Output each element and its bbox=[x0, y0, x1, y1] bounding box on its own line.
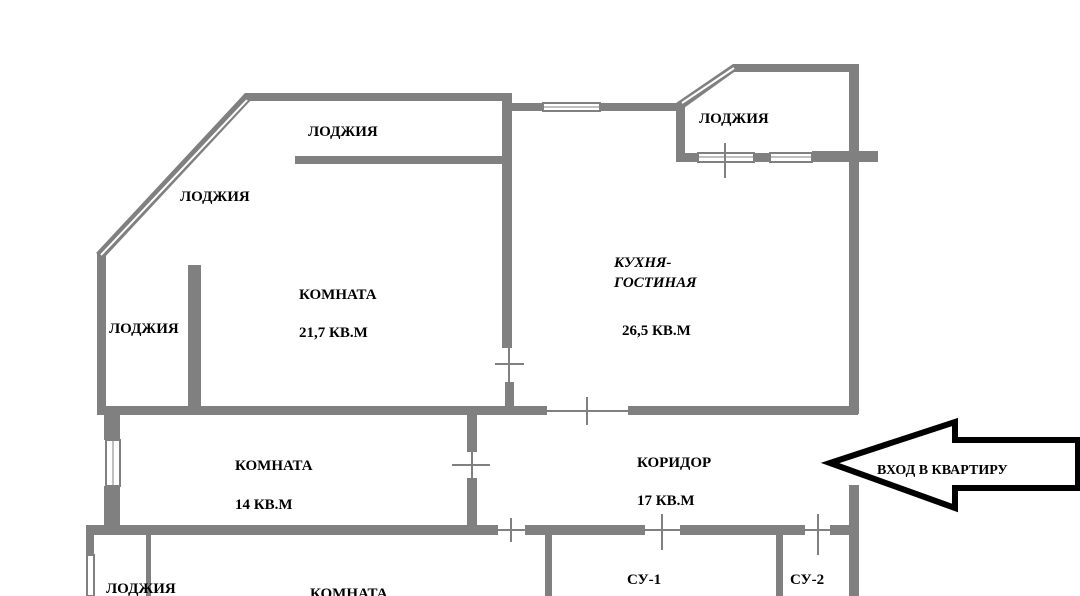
entry-arrow: ВХОД В КВАРТИРУ bbox=[820, 417, 1080, 513]
entry-label: ВХОД В КВАРТИРУ bbox=[877, 463, 1008, 478]
wall-bottom-right bbox=[680, 525, 805, 535]
wall-left-small-room bbox=[104, 410, 120, 440]
label-room-bottom-name: КОМНАТА bbox=[310, 586, 388, 596]
wall-right-outer bbox=[849, 64, 859, 414]
diagonal-wall-glass bbox=[100, 99, 248, 256]
wall-top-left bbox=[245, 93, 507, 101]
wall-small-room-corridor-top bbox=[467, 410, 477, 452]
doors bbox=[452, 143, 830, 555]
label-room-small-area: 14 КВ.М bbox=[235, 497, 293, 513]
arrow-left-icon bbox=[820, 417, 1080, 513]
label-room-large-area: 21,7 КВ.М bbox=[299, 325, 368, 341]
wall-bottom-room-left bbox=[146, 530, 151, 596]
label-bath1: СУ-1 bbox=[627, 572, 661, 588]
wall-bath1-left bbox=[545, 530, 552, 596]
wall-corner-loggia-bottom-mid bbox=[754, 153, 770, 162]
wall-corner-loggia-bottom-right bbox=[812, 151, 878, 162]
wall-small-room-corridor-bottom bbox=[467, 478, 477, 530]
label-kitchen-name-1: КУХНЯ- bbox=[613, 255, 671, 271]
window-bottom-loggia bbox=[86, 554, 95, 596]
wall-bottom-left bbox=[86, 525, 498, 535]
diagonal-wall-shape bbox=[96, 93, 252, 258]
label-bath2: СУ-2 bbox=[790, 572, 824, 588]
wall-right-outer-low bbox=[849, 485, 859, 596]
label-loggia-left: ЛОДЖИЯ bbox=[109, 321, 179, 337]
label-loggia-corner: ЛОДЖИЯ bbox=[699, 111, 769, 127]
label-corridor-area: 17 КВ.М bbox=[637, 493, 695, 509]
label-kitchen-name-2: ГОСТИНАЯ bbox=[613, 275, 697, 291]
wall-left-loggia bbox=[97, 253, 106, 413]
label-loggia-top: ЛОДЖИЯ bbox=[308, 124, 378, 140]
wall-mid-left bbox=[97, 406, 547, 415]
wall-loggia-divider bbox=[295, 156, 507, 164]
wall-left-small-room-low bbox=[104, 486, 120, 530]
label-loggia-diagonal: ЛОДЖИЯ bbox=[180, 189, 250, 205]
diagonal-wall bbox=[96, 64, 737, 258]
wall-corner-loggia-top bbox=[733, 64, 858, 72]
label-kitchen-area: 26,5 КВ.М bbox=[622, 323, 691, 339]
wall-bottom-mid bbox=[525, 525, 645, 535]
wall-bath-divider bbox=[776, 530, 783, 596]
wall-inner-left bbox=[188, 265, 201, 411]
corner-loggia-diagonal-glass bbox=[681, 67, 735, 104]
wall-kitchen-top-a bbox=[507, 103, 543, 111]
wall-partition-lower bbox=[505, 382, 514, 412]
label-corridor-name: КОРИДОР bbox=[637, 455, 711, 471]
wall-corner-loggia-bottom bbox=[676, 153, 698, 162]
label-room-small-name: КОМНАТА bbox=[235, 458, 313, 474]
wall-kitchen-top-b bbox=[600, 103, 684, 111]
room-labels: ЛОДЖИЯ ЛОДЖИЯ ЛОДЖИЯ ЛОДЖИЯ ЛОДЖИЯ КОМНА… bbox=[106, 111, 824, 596]
wall-bottom-far-right bbox=[830, 525, 858, 535]
label-loggia-bottom: ЛОДЖИЯ bbox=[106, 581, 176, 596]
wall-partition-vertical bbox=[502, 93, 512, 348]
wall-corner-loggia-left bbox=[676, 103, 685, 161]
wall-mid-right bbox=[628, 406, 858, 415]
label-room-large-name: КОМНАТА bbox=[299, 287, 377, 303]
